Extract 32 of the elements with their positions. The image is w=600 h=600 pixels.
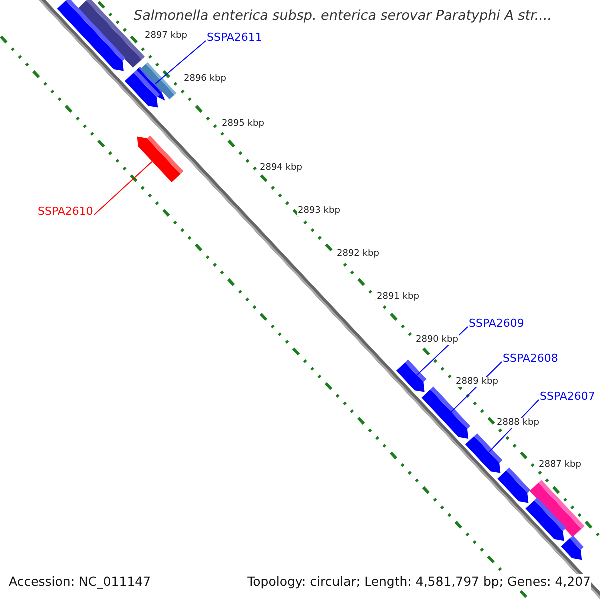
accession-text: Accession: NC_011147 — [9, 574, 152, 589]
leader-line — [94, 161, 153, 216]
tick-label: 2894 kbp — [259, 163, 304, 173]
gene-bar — [140, 62, 177, 100]
tick-label: 2887 kbp — [538, 460, 582, 470]
gene-block — [526, 498, 566, 542]
gene-block — [137, 136, 184, 182]
tick-label: 2892 kbp — [336, 249, 380, 259]
tick-label: 2897 kbp — [144, 31, 188, 41]
gene-label: SSPA2609 — [469, 317, 524, 330]
tick-label: 2893 kbp — [297, 206, 342, 216]
gene-label: SSPA2611 — [207, 31, 262, 44]
gene-block — [466, 434, 503, 474]
gene-label: SSPA2607 — [540, 390, 596, 403]
gene-block — [125, 70, 160, 108]
tick-label: 2890 kbp — [415, 335, 460, 345]
gene-bar — [530, 480, 585, 538]
leader-line — [154, 40, 206, 85]
gene-block — [396, 360, 427, 392]
gene-block — [57, 0, 126, 72]
tick-label: 2895 kbp — [221, 119, 266, 129]
leader-line — [480, 400, 540, 462]
genome-summary-text: Topology: circular; Length: 4,581,797 bp; Genes: 4,207 — [248, 574, 591, 589]
tick-label: 2888 kbp — [496, 418, 540, 428]
gene-label: SSPA2610 — [38, 205, 94, 218]
tick-label: 2896 kbp — [183, 74, 228, 84]
tick-label: 2889 kbp — [455, 377, 500, 387]
gene-block — [561, 536, 584, 560]
gene-block — [422, 386, 470, 439]
tick-label: 2891 kbp — [376, 292, 420, 302]
gene-block — [498, 468, 531, 504]
gene-label: SSPA2608 — [503, 352, 558, 365]
